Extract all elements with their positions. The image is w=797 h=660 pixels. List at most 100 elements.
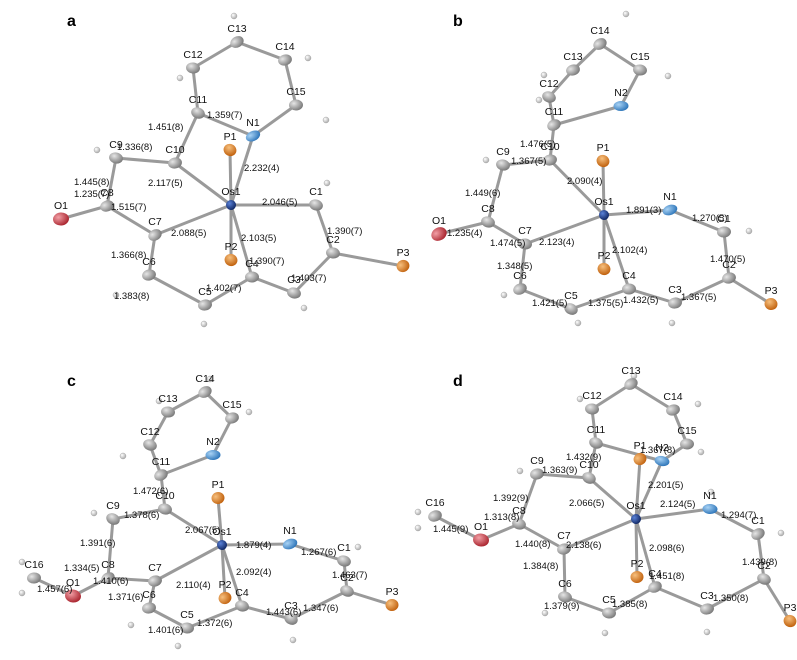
bond-C14-C15 xyxy=(671,408,689,446)
hydrogen-atom xyxy=(540,71,548,79)
bond-length-label: 1.313(8) xyxy=(484,512,519,523)
panel-label-a: a xyxy=(67,13,76,30)
bond-C3-C2 xyxy=(673,276,731,305)
atom-label: C8 xyxy=(512,505,526,517)
atom-label: C3 xyxy=(700,590,714,602)
atom-label: C6 xyxy=(142,256,156,268)
atom-c6 xyxy=(142,602,156,614)
atom-label: C13 xyxy=(158,393,177,405)
bond-length-label: 1.371(6) xyxy=(108,592,143,603)
atom-label: C13 xyxy=(621,365,640,377)
atom-n2 xyxy=(613,100,629,112)
bond-length-label: 1.432(9) xyxy=(566,452,601,463)
atom-label: C2 xyxy=(757,560,771,572)
bond-length-label: 1.402(7) xyxy=(206,283,241,294)
atom-n1 xyxy=(282,538,298,550)
bond-C4-Os1 xyxy=(602,213,631,291)
atom-label: C16 xyxy=(425,497,444,509)
bond-C15-N2 xyxy=(211,416,234,457)
atom-c15 xyxy=(225,412,239,424)
bond-length-label: 1.391(6) xyxy=(80,538,115,549)
atom-c10 xyxy=(158,503,172,515)
bond-C7-Os1 xyxy=(562,517,638,551)
bond-C2-P3 xyxy=(331,251,405,268)
atom-label: C10 xyxy=(579,459,598,471)
bond-length-label: 2.232(4) xyxy=(244,163,279,174)
bond-C11-N2 xyxy=(594,441,664,463)
bond-C5-C4 xyxy=(203,275,254,307)
atom-label: O1 xyxy=(54,200,68,212)
atom-c7 xyxy=(557,543,571,555)
hydrogen-atom xyxy=(230,12,238,20)
atom-label: C1 xyxy=(717,213,731,225)
bond-C5-C4 xyxy=(569,287,631,311)
atom-n2 xyxy=(654,455,670,467)
atom-label: C3 xyxy=(284,600,298,612)
hydrogen-atom xyxy=(112,291,120,299)
atom-label: C11 xyxy=(545,106,564,118)
atom-label: N2 xyxy=(655,442,669,454)
hydrogen-atom xyxy=(354,543,362,551)
hydrogen-atom xyxy=(304,54,312,62)
bond-C9-C8 xyxy=(105,156,118,208)
bond-C14-C15 xyxy=(283,58,298,107)
bond-C8-C7 xyxy=(106,576,157,583)
bond-C4-C3 xyxy=(240,604,293,621)
atom-label: C1 xyxy=(337,542,351,554)
bond-C2-C1 xyxy=(722,230,731,280)
atom-c12 xyxy=(143,439,157,451)
atom-c3 xyxy=(287,287,301,299)
bond-length-label: 1.385(8) xyxy=(612,599,647,610)
hydrogen-atom xyxy=(414,508,422,516)
atom-label: N1 xyxy=(663,191,677,203)
bond-length-label: 1.879(4) xyxy=(236,540,271,551)
atom-c13 xyxy=(230,36,244,48)
atom-label: C2 xyxy=(326,234,340,246)
atom-c6 xyxy=(558,591,572,603)
bond-length-label: 1.347(6) xyxy=(303,603,338,614)
bond-length-label: 1.359(7) xyxy=(207,110,242,121)
bond-length-label: 1.378(6) xyxy=(124,510,159,521)
atom-p3 xyxy=(396,259,410,273)
atom-label: C11 xyxy=(587,424,606,436)
bond-length-label: 1.515(7) xyxy=(111,202,146,213)
atom-c8 xyxy=(481,216,495,228)
atom-c8 xyxy=(512,518,526,530)
atom-label: C6 xyxy=(558,578,572,590)
atom-label: C8 xyxy=(481,203,495,215)
atom-label: P2 xyxy=(219,579,232,591)
hydrogen-atom xyxy=(127,621,135,629)
atom-c1 xyxy=(751,528,765,540)
bond-length-label: 1.443(6) xyxy=(266,607,301,618)
hydrogen-atom xyxy=(516,467,524,475)
atom-label: P3 xyxy=(765,285,778,297)
bond-O1-C16 xyxy=(433,514,483,542)
bond-length-label: 1.367(5) xyxy=(681,292,716,303)
bond-length-label: 1.235(7) xyxy=(74,189,109,200)
atom-label: C7 xyxy=(148,562,162,574)
bond-C5-C4 xyxy=(185,604,244,630)
atom-c3 xyxy=(668,297,682,309)
bond-C13-C14 xyxy=(629,382,675,412)
bond-length-label: 2.123(4) xyxy=(539,237,574,248)
bond-length-label: 2.103(5) xyxy=(241,233,276,244)
atom-label: O1 xyxy=(474,521,488,533)
bond-C15-N1 xyxy=(251,103,298,138)
atom-p2 xyxy=(218,591,232,605)
atom-os1 xyxy=(217,540,227,550)
bond-C5-C4 xyxy=(607,585,657,615)
atom-o1 xyxy=(53,212,69,226)
atom-c12 xyxy=(585,403,599,415)
bond-length-label: 1.449(6) xyxy=(465,188,500,199)
bond-C4-C3 xyxy=(250,275,296,295)
atom-label: P3 xyxy=(397,247,410,259)
atom-c4 xyxy=(235,600,249,612)
bond-C6-C5 xyxy=(147,606,189,630)
atom-label: P2 xyxy=(225,241,238,253)
bond-C11-N2 xyxy=(159,453,215,477)
hydrogen-atom xyxy=(323,179,331,187)
atom-c16 xyxy=(27,572,41,584)
bond-C11-C10 xyxy=(173,111,200,165)
atom-c4 xyxy=(648,581,662,593)
